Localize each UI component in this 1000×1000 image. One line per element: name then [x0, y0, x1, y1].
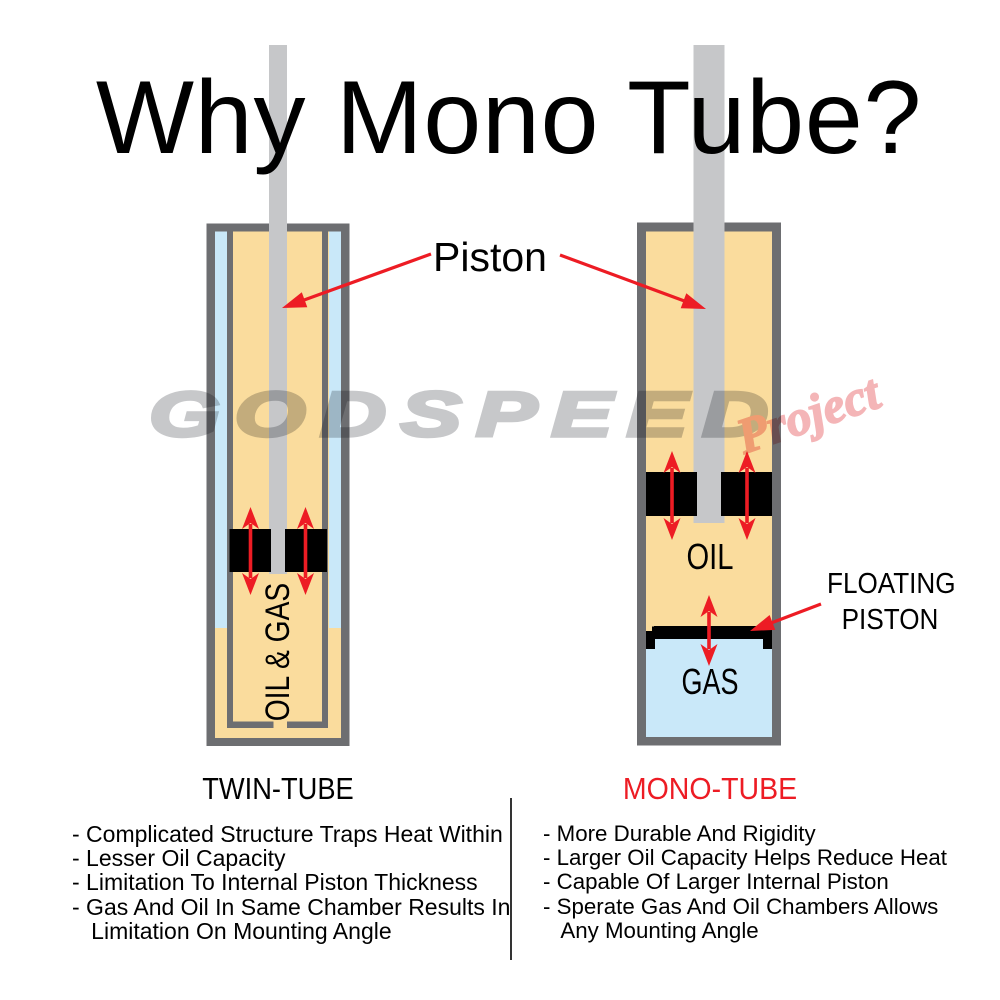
- svg-text:GODSPEED: GODSPEED: [149, 379, 783, 450]
